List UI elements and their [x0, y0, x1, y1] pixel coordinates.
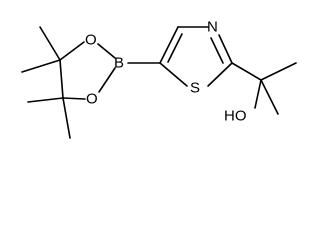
methyl-groups: [21, 26, 71, 139]
bond-c5-methyl-down: [62, 97, 71, 139]
bond-s1-c5: [159, 62, 188, 87]
bond-c2-cq: [231, 62, 262, 81]
hydroxy-isopropyl-group: [231, 62, 297, 115]
chemical-structure-diagram: O O B N S HO: [21, 19, 297, 139]
bond-cq-methyl-up: [260, 62, 297, 81]
bond-c4-methyl-left: [21, 59, 61, 73]
bond-o1-b: [97, 43, 116, 59]
bond-c5-c4: [159, 26, 179, 64]
hydroxyl-label: HO: [224, 108, 247, 125]
bond-cq-methyl-down: [260, 79, 279, 115]
bond-c4-methyl-up: [39, 26, 61, 61]
bond-c5-methyl-left: [27, 97, 64, 103]
bond-c5-c4-inner: [167, 33, 183, 63]
bond-o2-c5: [62, 97, 86, 100]
bond-cq-oh: [254, 79, 262, 109]
bond-c4-o1: [59, 41, 85, 61]
bond-c2-s1: [207, 62, 233, 87]
bond-n3-c2: [218, 34, 233, 64]
bond-n3-c2-inner: [210, 37, 224, 64]
atom-labels: O O B N S HO: [85, 19, 247, 125]
dioxaborolane-ring: [59, 41, 116, 100]
boron-label: B: [114, 55, 124, 72]
oxygen-upper-label: O: [85, 32, 97, 49]
nitrogen-label: N: [207, 19, 218, 36]
sulfur-label: S: [190, 80, 200, 97]
bond-c4-c5: [59, 59, 64, 99]
bond-b-o2: [98, 67, 116, 93]
thiazole-ring: [159, 26, 233, 87]
oxygen-lower-label: O: [86, 91, 98, 108]
